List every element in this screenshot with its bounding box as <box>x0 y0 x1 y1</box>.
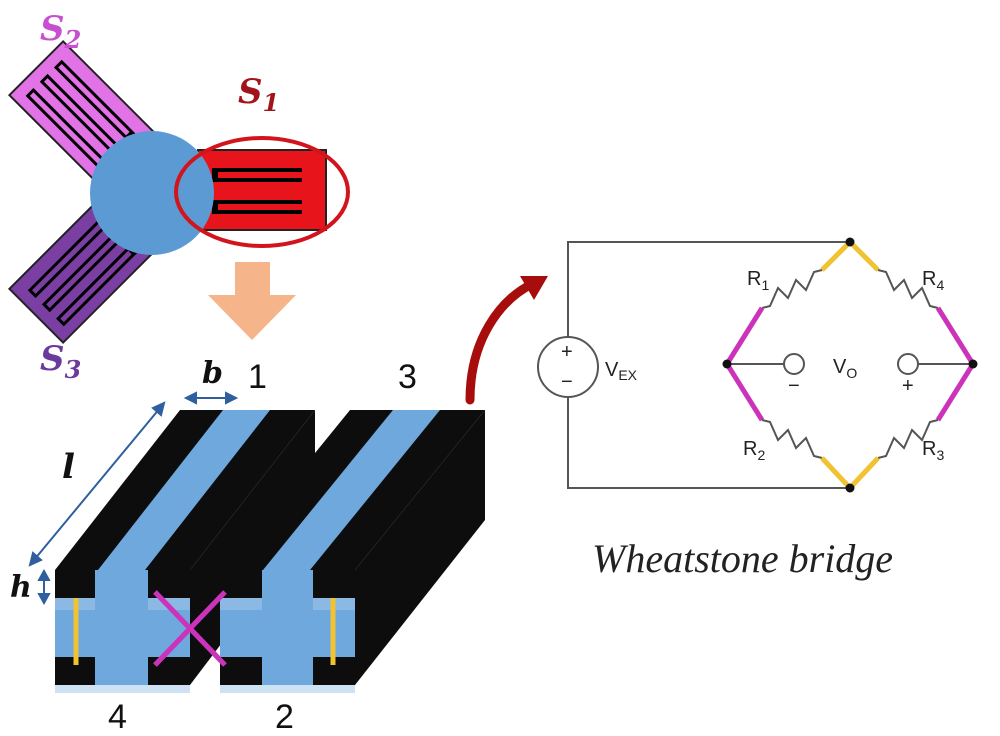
node-bottom <box>845 483 855 493</box>
label-gauge-4: 4 <box>108 698 127 736</box>
label-r2: R2 <box>743 438 765 463</box>
label-h: h <box>10 570 32 605</box>
label-r3: R3 <box>922 438 944 463</box>
resistor-r4 <box>877 269 939 309</box>
resistor-r1 <box>761 269 823 309</box>
label-s1: S1 <box>238 72 279 117</box>
output-terminal-plus <box>897 353 919 375</box>
label-r4: R4 <box>922 268 944 293</box>
source-plus: + <box>561 341 573 363</box>
label-gauge-3: 3 <box>398 358 417 396</box>
node-top <box>845 237 855 247</box>
label-gauge-2: 2 <box>275 698 294 736</box>
resistor-r2 <box>761 419 823 459</box>
label-gauge-1: 1 <box>248 358 267 396</box>
dimension-h <box>37 568 51 606</box>
output-plus: + <box>902 375 914 397</box>
dimension-l <box>28 401 166 567</box>
output-minus: − <box>788 375 800 397</box>
sensor-group: S2 S1 S3 <box>7 9 350 384</box>
s1-highlight-ellipse <box>174 136 350 248</box>
beam-group: b l h 1 3 4 2 <box>10 356 485 736</box>
label-vex: VEX <box>605 359 638 383</box>
label-s2: S2 <box>40 9 81 54</box>
dimension-b <box>183 391 239 405</box>
voltage-source <box>537 336 599 398</box>
label-l: l <box>62 447 75 487</box>
output-terminal-minus <box>783 353 805 375</box>
label-r1: R1 <box>747 268 769 293</box>
source-minus: − <box>561 371 573 393</box>
label-b: b <box>202 356 223 391</box>
curved-arrow <box>465 276 548 405</box>
sensor-hub <box>90 131 214 255</box>
label-vo: VO <box>833 356 857 381</box>
sensor-arm-s1 <box>197 149 327 231</box>
node-left <box>722 359 732 369</box>
label-s3: S3 <box>40 339 81 384</box>
node-right <box>968 359 978 369</box>
down-arrow <box>208 262 296 340</box>
beam-right <box>220 410 485 693</box>
wheatstone-circuit <box>537 240 976 490</box>
resistor-r3 <box>877 419 939 459</box>
caption-wheatstone-bridge: Wheatstone bridge <box>592 536 893 581</box>
